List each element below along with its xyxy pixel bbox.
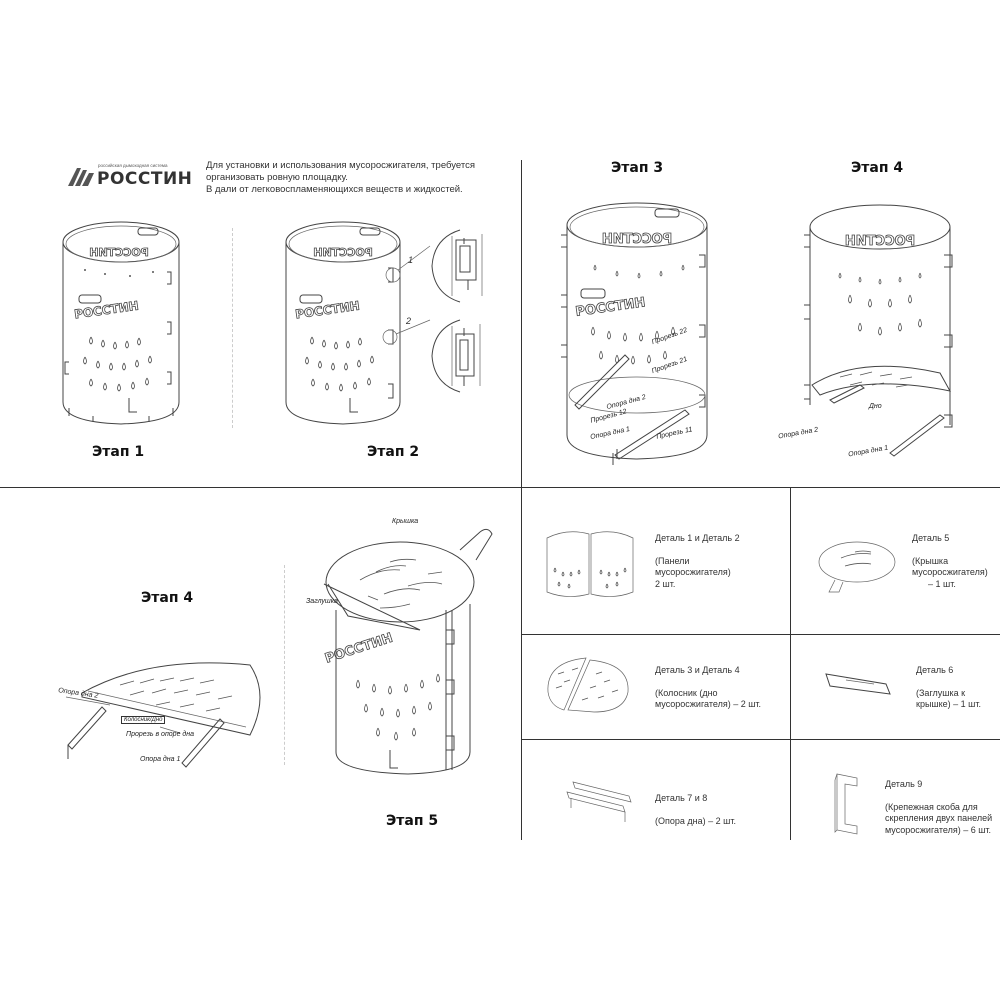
part-1-2-text: Деталь 1 и Деталь 2 (Панели мусоросжигат…: [655, 533, 740, 590]
divider-parts-row2: [521, 739, 1000, 740]
label-dno: Дно: [869, 403, 882, 410]
intro-line-3: В дали от легковоспламеняющихся веществ …: [206, 184, 463, 195]
divider-parts-row1: [521, 634, 1000, 635]
stage-5-drawing: РОССТИН: [323, 528, 493, 775]
label-kryshka: Крышка: [392, 518, 419, 525]
divider-vertical-bottom: [521, 488, 522, 840]
divider-parts-vertical: [790, 488, 791, 840]
part-desc: – 1 шт.: [928, 578, 956, 589]
intro-line-2: организовать ровную площадку.: [206, 172, 348, 183]
stage-4-top-title: Этап 4: [851, 160, 904, 176]
part-title: Деталь 7 и 8: [655, 793, 708, 803]
tank-lettering-back: РОССТИН: [89, 246, 148, 259]
stage-4-bottom-title: Этап 4: [141, 590, 194, 606]
part-desc: (Заглушка к: [916, 687, 966, 698]
perforation-drops: [83, 336, 152, 392]
stage-2-title: Этап 2: [367, 444, 420, 460]
part-desc: мусоросжигателя) – 2 шт.: [655, 699, 762, 709]
label-opora-1-s4b: Опора дна 1: [140, 756, 181, 763]
part-desc: 2 шт.: [655, 578, 676, 589]
part-5-icon: [818, 541, 896, 593]
label-zaglushka: Заглушка: [306, 598, 338, 605]
part-title: Деталь 9: [885, 779, 923, 789]
logo-name: РОССТИН: [97, 169, 193, 189]
tank-lettering-back: РОССТИН: [602, 232, 672, 247]
stage-4-top-drawing: РОССТИН: [804, 204, 953, 457]
part-desc: (Опора дна) – 2 шт.: [655, 815, 736, 826]
part-title: Деталь 3 и Деталь 4: [655, 665, 740, 675]
part-5-text: Деталь 5 (Крышка мусоросжигателя) – 1 шт…: [912, 533, 988, 590]
part-7-8-text: Деталь 7 и 8 (Опора дна) – 2 шт.: [655, 793, 736, 827]
part-3-4-text: Деталь 3 и Деталь 4 (Колосник (дно мусор…: [655, 665, 761, 711]
part-desc: (Крепежная скоба для: [885, 801, 978, 812]
tank-lettering: РОССТИН: [73, 299, 139, 322]
logo-subtitle: российская дымоходная система: [98, 163, 168, 168]
part-9-icon: [834, 773, 858, 835]
stage-2-drawing: РОССТИН РОССТИН: [285, 221, 431, 425]
stage-1-drawing: РОССТИН РОССТИН: [62, 221, 180, 425]
tank-lettering: РОССТИН: [323, 631, 394, 667]
part-desc: крышке) – 1 шт.: [916, 699, 982, 709]
label-prorez-opor: Прорезь в опоре дна: [126, 731, 195, 738]
divider-vertical-top: [521, 160, 522, 487]
part-desc: мусоросжигателя): [912, 567, 988, 577]
tank-lettering: РОССТИН: [294, 299, 360, 322]
part-desc: (Колосник (дно: [655, 687, 718, 698]
tank-lettering-back: РОССТИН: [845, 234, 915, 249]
stage-3-title: Этап 3: [611, 160, 664, 176]
part-desc: скрепления двух панелей: [885, 813, 993, 823]
part-6-icon: [825, 673, 891, 695]
callout-1: 1: [408, 255, 414, 265]
part-desc: (Крышка: [912, 555, 949, 566]
part-title: Деталь 6: [916, 665, 954, 675]
tank-lettering: РОССТИН: [575, 295, 647, 320]
intro-text: Для установки и использования мусоросжиг…: [206, 160, 506, 196]
stage-1-title: Этап 1: [92, 444, 145, 460]
dashed-separator-bottom: [284, 565, 285, 765]
part-desc: мусоросжигателя): [655, 567, 731, 577]
divider-horizontal-main: [0, 487, 1000, 488]
stage-4-bottom-drawing: [65, 662, 261, 768]
stage-5-title: Этап 5: [386, 813, 439, 829]
part-3-4-icon: [547, 657, 629, 713]
part-9-text: Деталь 9 (Крепежная скоба для скрепления…: [885, 779, 992, 836]
logo-icon: [68, 168, 94, 186]
part-title: Деталь 5: [912, 533, 950, 543]
part-title: Деталь 1 и Деталь 2: [655, 533, 740, 543]
part-desc: (Панели: [655, 555, 690, 566]
dashed-separator-top: [232, 228, 233, 428]
stage-3-drawing: РОССТИН РОССТИН: [561, 202, 708, 465]
intro-line-1: Для установки и использования мусоросжиг…: [206, 160, 475, 171]
callout-2: 2: [406, 316, 412, 326]
detail-zoom-2: [431, 319, 481, 393]
part-7-8-icon: [566, 781, 632, 822]
part-1-2-icon: [546, 531, 634, 597]
tank-lettering-back: РОССТИН: [313, 246, 372, 259]
part-6-text: Деталь 6 (Заглушка к крышке) – 1 шт.: [916, 665, 981, 711]
label-kolosnik: Колосник/Дно: [121, 716, 166, 724]
detail-zoom-1: [431, 229, 483, 303]
part-desc: мусоросжигателя) – 6 шт.: [885, 824, 992, 835]
